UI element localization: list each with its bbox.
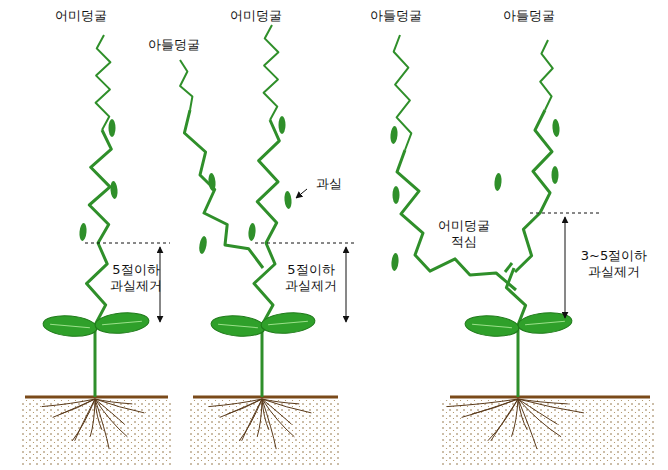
plant-label: 아들덩굴	[148, 37, 200, 53]
root	[262, 399, 276, 449]
fruit	[390, 126, 399, 145]
leaf-vein	[102, 321, 142, 324]
root	[472, 399, 518, 414]
vine	[515, 110, 552, 272]
fruit	[208, 173, 217, 192]
vine	[254, 120, 279, 325]
root	[262, 399, 269, 430]
fruit	[391, 253, 400, 272]
vine	[517, 325, 520, 397]
vine	[87, 130, 112, 325]
vines	[87, 25, 553, 397]
cotyledon	[260, 311, 316, 336]
root	[262, 399, 311, 413]
root	[518, 399, 558, 424]
soil	[22, 397, 655, 465]
root	[95, 399, 127, 437]
root	[220, 399, 262, 417]
root	[262, 399, 294, 437]
vine	[540, 40, 553, 110]
fruit	[279, 116, 286, 134]
leaf-vein	[525, 321, 565, 324]
fruit	[79, 223, 88, 242]
leaf-vein	[218, 324, 258, 327]
fruit	[284, 191, 293, 210]
fruit	[110, 181, 119, 200]
plant-label: 과실	[316, 176, 342, 192]
plant-label: 5절이하 과실제거	[283, 262, 339, 295]
roots	[42, 399, 584, 449]
vine	[397, 150, 516, 290]
plant-label: 5절이하 과실제거	[108, 262, 164, 295]
plant-label: 아들덩굴	[503, 8, 555, 24]
vine	[180, 60, 192, 110]
root	[53, 399, 95, 417]
vine	[184, 110, 263, 268]
vine	[261, 325, 264, 397]
root	[95, 399, 102, 430]
root	[518, 399, 527, 430]
vine	[96, 35, 111, 130]
root	[95, 399, 144, 413]
cotyledon	[464, 314, 520, 339]
fruit	[248, 223, 257, 242]
fruit	[552, 119, 561, 138]
root	[518, 399, 568, 404]
plant-label: 어미덩굴	[55, 8, 107, 24]
root	[42, 399, 95, 407]
cotyledon	[42, 314, 98, 339]
vine	[506, 268, 525, 325]
dimension-marks	[85, 189, 600, 322]
vine	[94, 325, 97, 397]
fruit	[494, 173, 503, 192]
fruit	[552, 166, 559, 184]
fruit	[393, 186, 400, 204]
plant-label: 어미덩굴 적심	[435, 218, 493, 251]
vine	[264, 25, 279, 120]
fruit	[198, 236, 208, 255]
cotyledons	[42, 311, 573, 339]
leaf-vein	[472, 324, 512, 327]
leaf-vein	[50, 324, 90, 327]
cotyledon	[210, 314, 266, 339]
root	[60, 399, 95, 414]
root	[518, 399, 537, 449]
root	[518, 399, 561, 437]
plant-label: 어미덩굴	[230, 8, 282, 24]
cotyledon	[517, 311, 573, 336]
root	[209, 399, 262, 407]
plant-label: 3~5절이하 과실제거	[574, 248, 654, 281]
fruit	[109, 119, 116, 137]
root	[447, 399, 518, 407]
root	[95, 399, 109, 449]
root	[462, 399, 518, 417]
fruits	[79, 116, 561, 271]
cotyledon	[94, 311, 150, 336]
plant-label: 아들덩굴	[370, 8, 422, 24]
root	[227, 399, 262, 414]
leaf-vein	[268, 321, 308, 324]
